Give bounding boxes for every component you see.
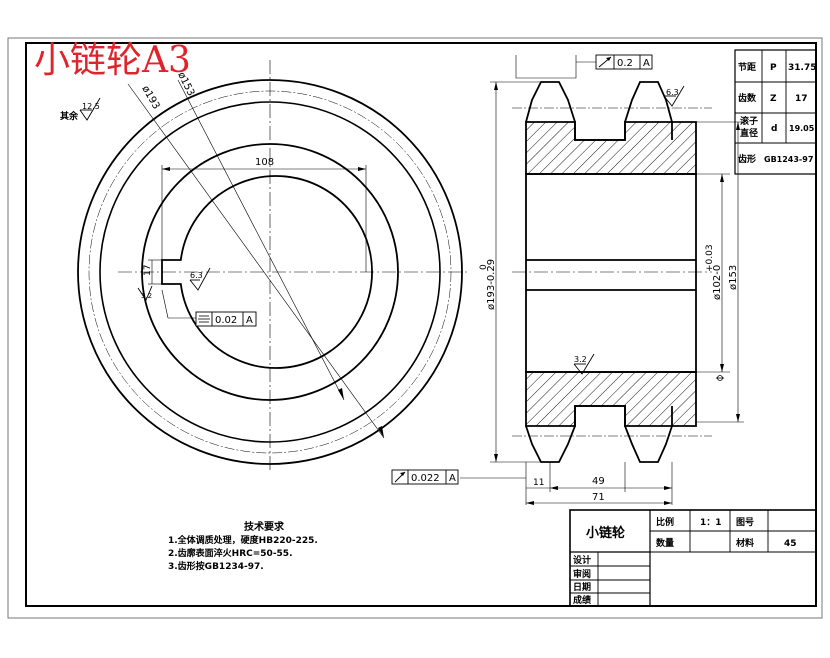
roughness-bore-value: 3.2	[574, 355, 587, 364]
param-label-roller-2: 直径	[740, 127, 758, 139]
dim-108-arrow-left	[162, 167, 170, 171]
root-circle	[99, 101, 441, 443]
runout-arrow-icon-bottom	[394, 471, 406, 483]
dia-153-leader	[177, 79, 345, 401]
roughness-keyway-wall-value: 3.2	[141, 292, 152, 300]
param-label-teeth: 齿数	[738, 92, 757, 104]
dia-153-text: ø153	[175, 70, 196, 97]
roughness-symbol-keyway-wall	[137, 285, 153, 301]
sheet-inner-border	[25, 42, 817, 607]
runout-bottom-datum: A	[449, 473, 456, 484]
roughness-symbol-keyway	[189, 267, 211, 291]
param-value-pitch: 31.75	[788, 63, 816, 73]
front-view: 108 17 0.02 A 6.3 3.2 ø193 ø153	[77, 60, 468, 472]
dia-193-arrow	[378, 426, 384, 438]
dia-hub-text: ø153	[728, 265, 739, 290]
roughness-top-value: 6.3	[666, 88, 679, 97]
param-label-tooth-form: 齿形	[738, 153, 756, 165]
roughness-symbol-top	[663, 85, 685, 107]
param-sym-roller: d	[771, 124, 777, 134]
dim-49-arrow-left	[550, 486, 558, 490]
dia-outer-arrow-top	[494, 82, 498, 90]
drawing-title: 小链轮A3	[34, 40, 191, 81]
title-block-design: 设计	[573, 554, 591, 566]
roughness-symbol-other	[79, 97, 101, 121]
runout-arrow-icon	[598, 56, 612, 68]
dia-193-leader	[127, 83, 385, 439]
runout-bottom-value: 0.022	[411, 473, 440, 484]
dia-outer-text: ø193-0.29	[486, 259, 497, 310]
dim-71-arrow-right	[664, 501, 672, 505]
dia-outer-arrow-bottom	[494, 454, 498, 462]
param-sym-teeth: Z	[770, 94, 777, 104]
runout-top-leader	[515, 55, 577, 79]
title-block-qty-label: 数量	[656, 537, 674, 549]
dim-71-text: 71	[592, 492, 605, 503]
dia-bore-upper: +0.03	[705, 244, 715, 272]
dim-17-text: 17	[143, 265, 153, 276]
param-label-roller-1: 滚子	[740, 115, 758, 127]
dim-49-text: 49	[592, 476, 605, 487]
tip-circle	[77, 79, 463, 465]
dia-bore-arrow-bottom	[720, 364, 724, 372]
roughness-other-value: 12.5	[82, 102, 100, 111]
dim-49-arrow-right	[664, 486, 672, 490]
tech-req-heading: 技术要求	[244, 520, 285, 533]
hub-circle	[141, 143, 399, 401]
sheet-outer-border	[7, 37, 823, 619]
param-value-teeth: 17	[795, 94, 808, 104]
symmetry-icon	[198, 315, 210, 323]
dia-bore-text: ø102-0	[712, 265, 723, 300]
keyway-leader	[161, 289, 169, 319]
tech-req-item-3: 3.齿形按GB1234-97.	[168, 560, 264, 572]
dia-outer-upper: 0	[479, 264, 489, 270]
param-sym-pitch: P	[770, 63, 777, 73]
runout-bottom-frame	[391, 469, 459, 485]
runout-top-datum: A	[643, 58, 650, 69]
section-view: 0.2 A 6.3 3.2 ø193-0.29 0 ø102-0 +0.03 ø…	[391, 54, 744, 505]
top-section-hatch	[525, 121, 697, 175]
title-block-scale-value: 1：1	[700, 518, 722, 528]
other-surfaces-label: 其余	[60, 110, 79, 122]
dia-hub-arrow-top	[736, 122, 740, 130]
dia-bore-arrow-top	[720, 174, 724, 182]
bore-with-keyway	[161, 175, 373, 369]
title-block-review: 审阅	[573, 568, 591, 580]
title-block-part-name: 小链轮	[586, 525, 625, 541]
roughness-keyway-value: 6.3	[190, 271, 203, 280]
param-table: 节距 P 31.75 齿数 Z 17 滚子 直径 d 19.05 齿形 GB12…	[734, 49, 817, 175]
dia-193-text: ø193	[139, 84, 161, 111]
title-block-drawing-no-label: 图号	[736, 517, 754, 528]
title-block-material-label: 材料	[735, 537, 754, 549]
tech-requirements: 技术要求 1.全体调质处理，硬度HB220-225. 2.齿廓表面淬火HRC=5…	[168, 520, 318, 572]
bore-outline	[525, 173, 697, 373]
title-block-material-value: 45	[784, 539, 797, 549]
roughness-symbol-bore	[573, 353, 595, 375]
pitch-circle	[88, 90, 452, 454]
dia-153-arrow	[338, 388, 344, 400]
title-block-date: 日期	[573, 581, 591, 593]
keyway-sym-value: 0.02	[215, 315, 237, 326]
tech-req-item-2: 2.齿廓表面淬火HRC=50-55.	[168, 547, 293, 559]
title-block: 小链轮 比例 1：1 图号 数量 材料 45 设计 审阅 日期 成绩	[569, 509, 817, 607]
dim-108-text: 108	[255, 157, 274, 168]
keyway-sym-frame	[195, 311, 257, 327]
dim-108-arrow-right	[358, 167, 366, 171]
dia-hub-arrow-bottom	[736, 414, 740, 422]
title-block-score: 成绩	[573, 594, 591, 606]
title-block-scale-label: 比例	[656, 516, 674, 528]
dim-11-text: 11	[533, 478, 544, 488]
tech-req-item-1: 1.全体调质处理，硬度HB220-225.	[168, 534, 318, 546]
param-label-pitch: 节距	[738, 61, 756, 73]
param-value-roller: 19.05	[789, 124, 815, 133]
keyway-sym-datum: A	[246, 315, 253, 326]
param-value-tooth-form: GB1243-97	[764, 155, 813, 164]
runout-top-value: 0.2	[617, 58, 633, 69]
bottom-section-hatch	[525, 371, 697, 427]
dim-71-arrow-left	[526, 501, 534, 505]
